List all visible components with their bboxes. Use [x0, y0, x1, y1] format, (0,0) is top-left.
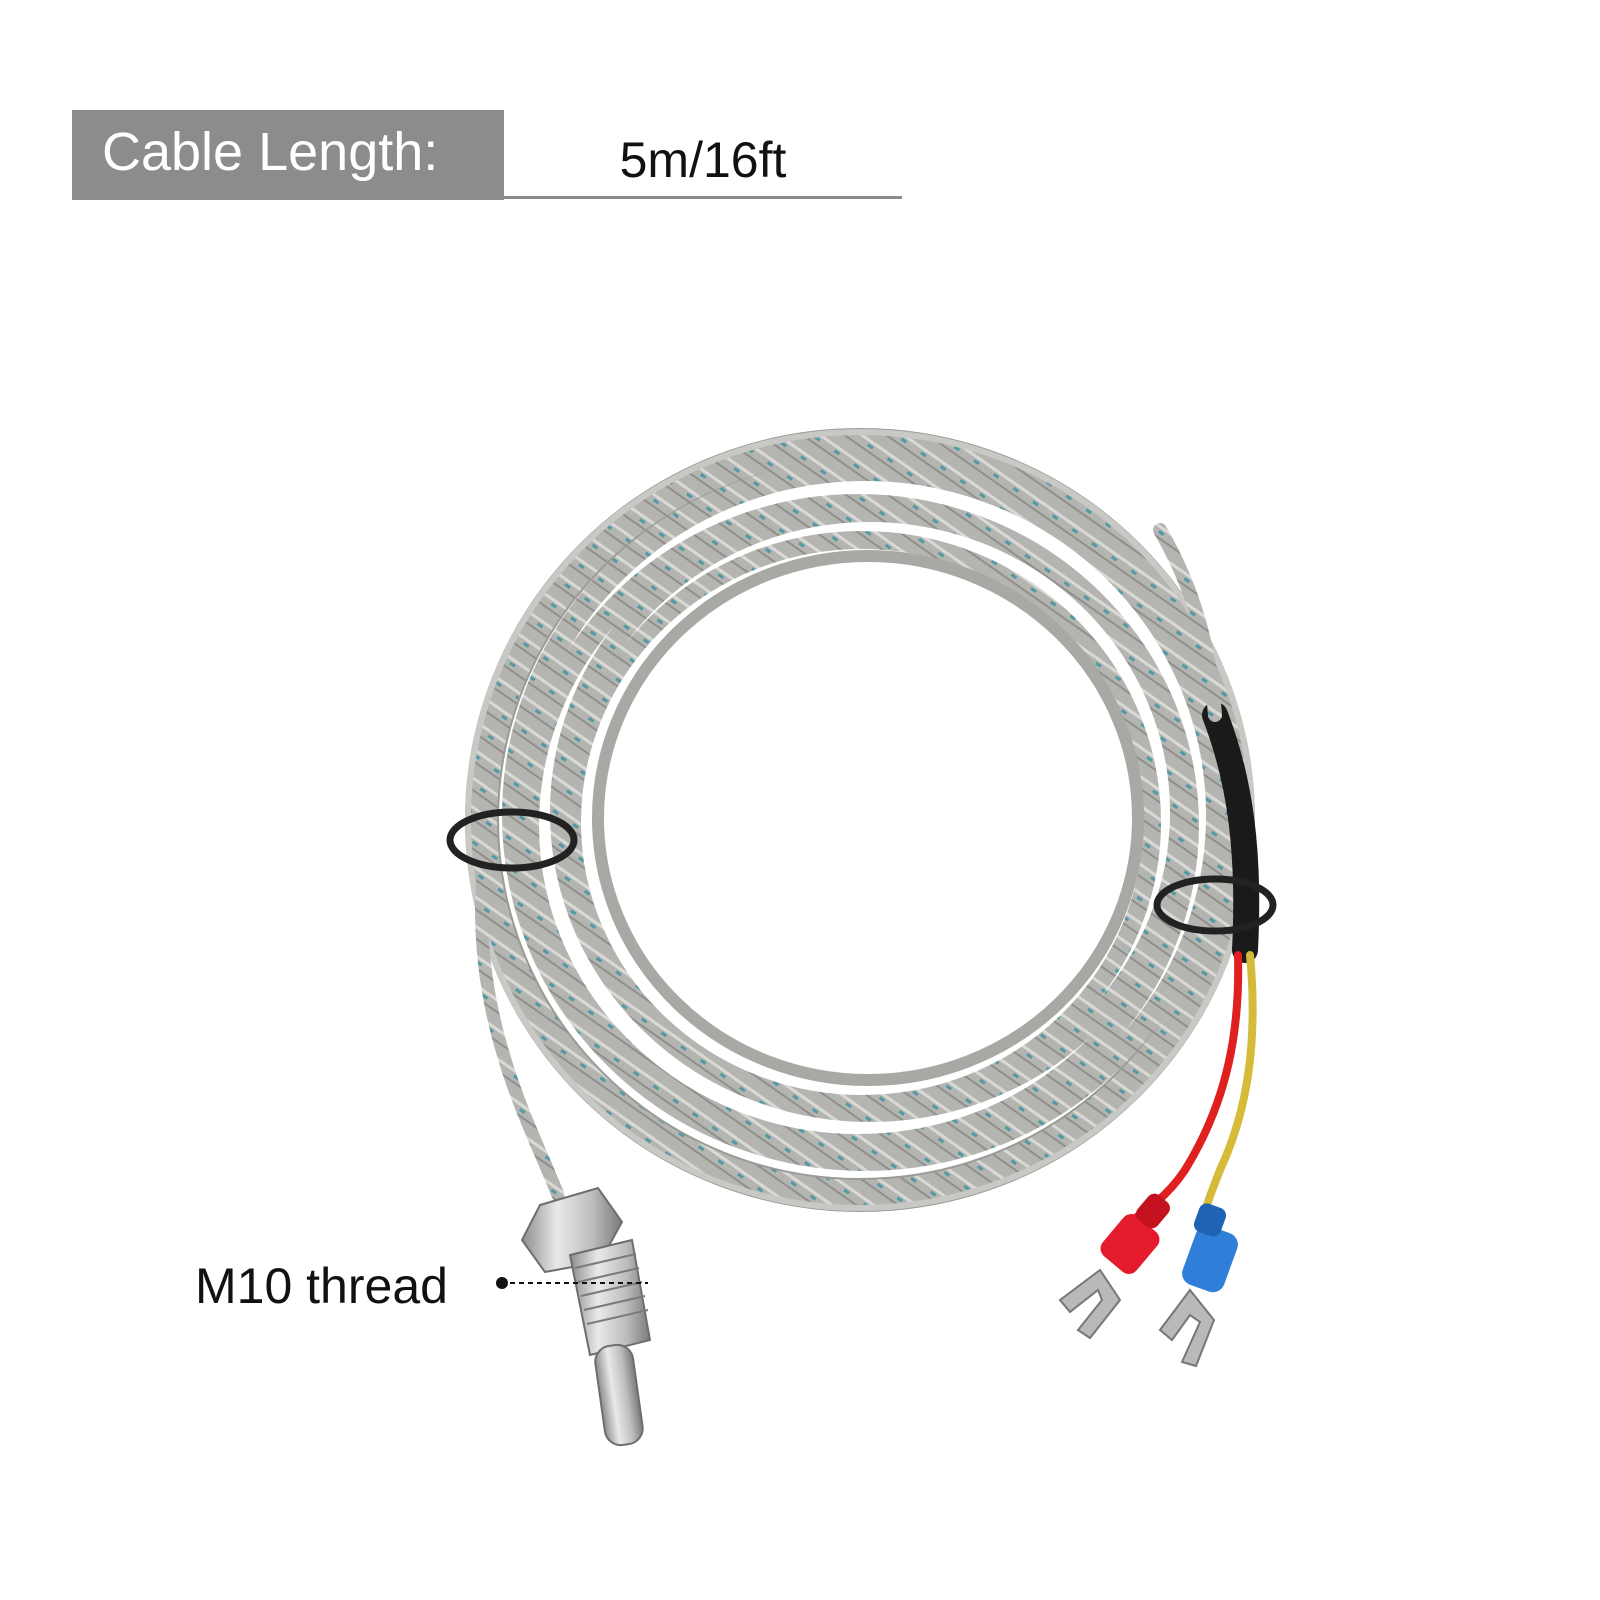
red-terminal: [1058, 1193, 1170, 1340]
thread-callout-label: M10 thread: [195, 1258, 448, 1314]
spec-underline: [504, 196, 902, 199]
probe-fitting: [520, 1186, 652, 1447]
cable-coil: [465, 428, 1255, 1212]
heat-shrink: [1202, 702, 1260, 963]
spec-value: 5m/16ft: [619, 132, 787, 188]
blue-terminal: [1158, 1203, 1238, 1368]
spec-bar: Cable Length: 5m/16ft: [72, 110, 902, 200]
spec-label: Cable Length:: [72, 110, 504, 200]
probe-lead: [475, 813, 565, 1202]
cable-tie-right: [1153, 875, 1277, 935]
callout-leader: [496, 1277, 648, 1289]
cable-tie-left: [446, 808, 578, 872]
